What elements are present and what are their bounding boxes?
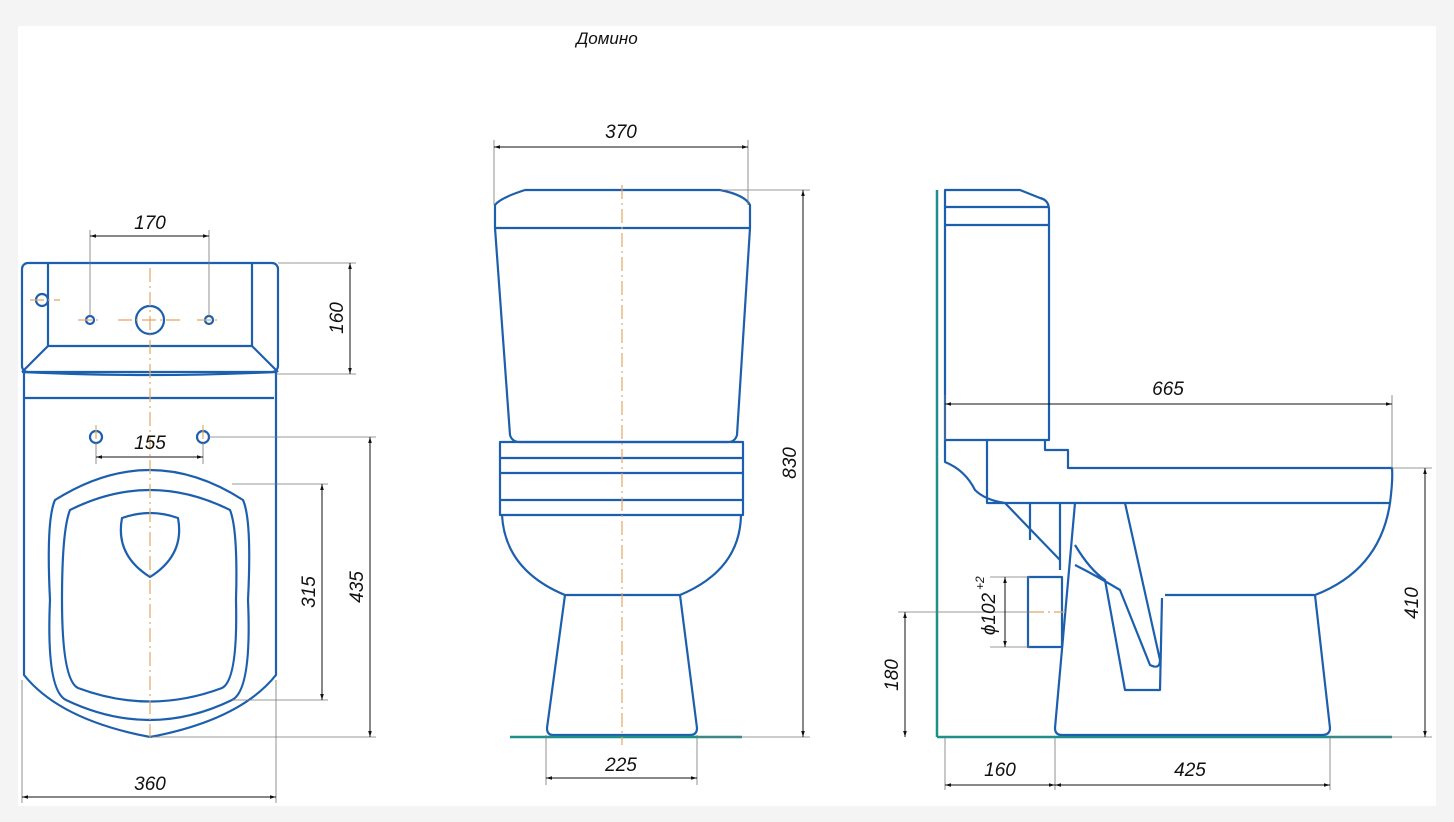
rim-side — [943, 440, 1394, 561]
drawing-sheet — [18, 26, 1436, 806]
lid-handle — [119, 511, 181, 579]
pedestal-front — [545, 594, 699, 737]
dim-315: 315 — [299, 576, 320, 608]
dim-410: 410 — [1402, 587, 1423, 619]
dim-160-top: 160 — [327, 302, 348, 334]
dim-225: 225 — [604, 755, 637, 776]
outlet-pipe — [1028, 503, 1062, 570]
model-title: Домино — [574, 29, 637, 48]
trap-side — [1074, 502, 1164, 692]
dim-tolerance: +2 — [973, 576, 987, 590]
dim-160-side: 160 — [984, 760, 1016, 781]
dim-830: 830 — [780, 447, 801, 479]
dim-370: 370 — [605, 122, 637, 143]
dim-425: 425 — [1174, 760, 1206, 781]
bowl-side — [1053, 502, 1392, 737]
dim-phi102: ϕ102 — [979, 592, 1000, 635]
centerlines — [30, 268, 221, 740]
side-view: 665 410 180 ϕ102 +2 160 425 — [882, 188, 1432, 790]
dim-665: 665 — [1152, 379, 1184, 400]
dim-180: 180 — [882, 659, 903, 691]
seat-lid — [60, 488, 238, 703]
front-view: 370 830 225 — [493, 122, 810, 785]
dim-360: 360 — [134, 774, 166, 795]
top-view: 170 160 155 315 435 360 — [20, 213, 376, 803]
tank-side — [943, 188, 1051, 442]
dim-170: 170 — [134, 213, 166, 234]
dim-435: 435 — [347, 571, 368, 603]
dim-155: 155 — [134, 433, 166, 454]
